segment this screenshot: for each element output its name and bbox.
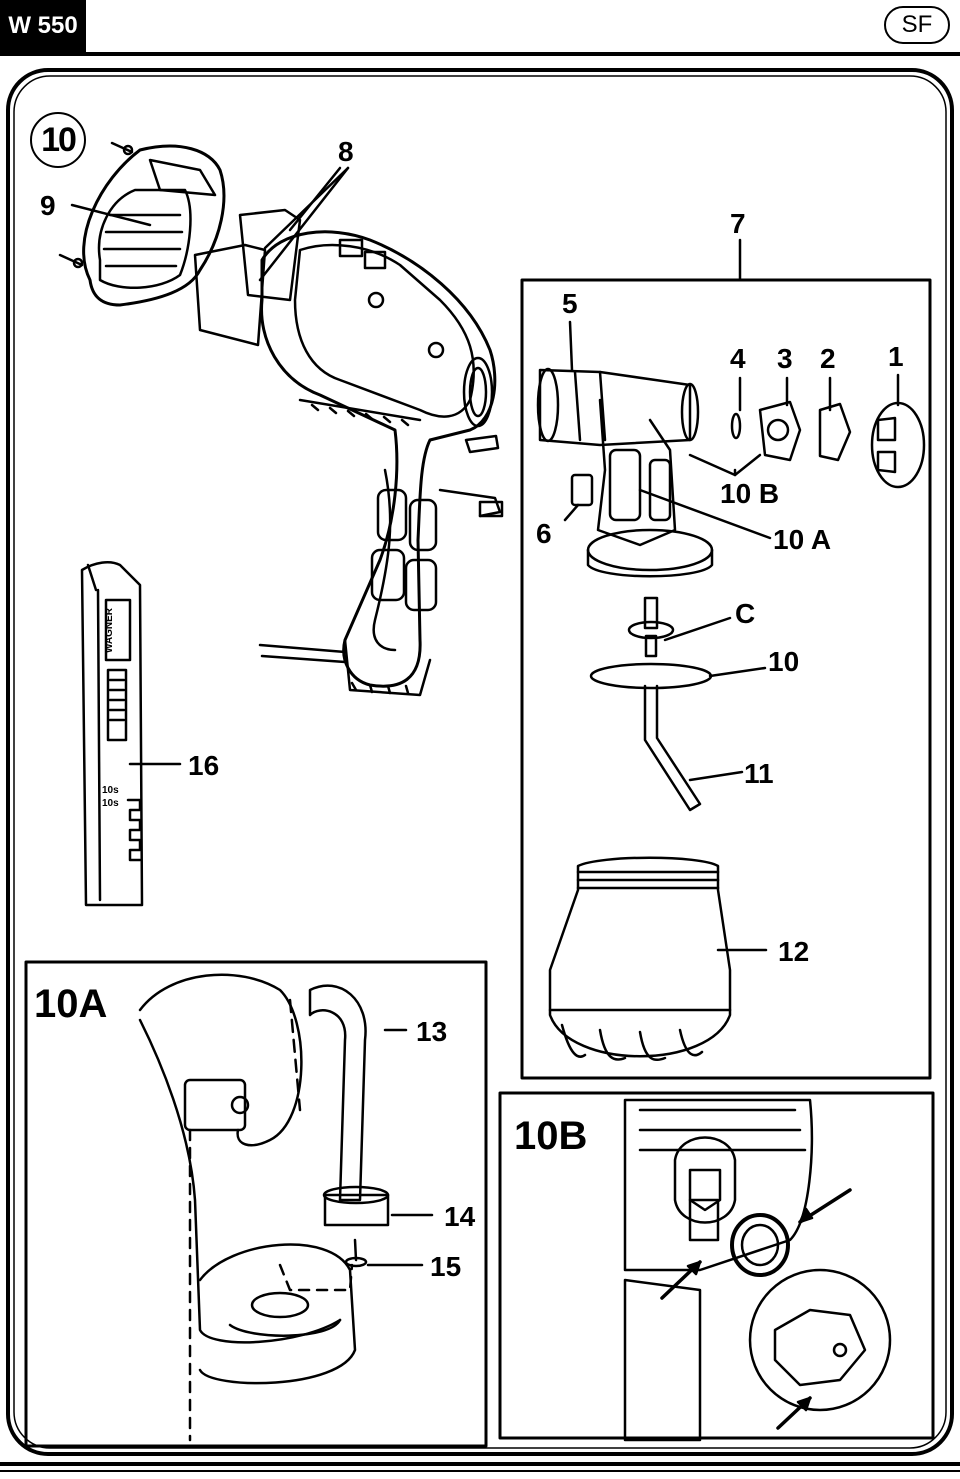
label-10b: 10 B (720, 478, 780, 509)
footer-rule (0, 1462, 960, 1466)
header-rule (0, 52, 960, 56)
label-3: 3 (777, 343, 793, 374)
label-12: 12 (778, 936, 810, 967)
spray-attachment-drawing (536, 320, 926, 1062)
label-11: 11 (744, 758, 774, 789)
inset-10a-box (24, 960, 488, 1448)
model-tag: W 550 (0, 0, 86, 52)
language-badge: SF (884, 6, 950, 44)
label-2: 2 (820, 343, 836, 374)
label-13: 13 (416, 1016, 448, 1047)
label-14: 14 (444, 1201, 476, 1232)
inset-10b-box (498, 1091, 935, 1440)
label-10a: 10 A (773, 524, 832, 555)
viscosity-cup-brand: WAGNER (104, 608, 115, 654)
viscosity-cup-drawing (80, 561, 182, 907)
inset-10a-title: 10A (34, 982, 108, 1026)
inset-10b-drawing (623, 1098, 892, 1442)
label-5: 5 (562, 288, 578, 319)
label-4: 4 (730, 343, 746, 374)
label-c: C (735, 598, 756, 629)
figure-number: 10 (30, 112, 86, 168)
label-9: 9 (40, 190, 56, 221)
label-15: 15 (430, 1251, 462, 1282)
spray-attachment-box (520, 278, 932, 1080)
spray-gun-drawing (58, 141, 504, 697)
page-frame (6, 68, 954, 1456)
label-10: 10 (768, 646, 800, 677)
label-6: 6 (536, 518, 552, 549)
label-16: 16 (188, 750, 220, 781)
viscosity-mark-1: 10s (102, 785, 119, 796)
label-8: 8 (338, 136, 354, 167)
inset-10a-drawing (138, 973, 434, 1442)
label-1: 1 (888, 341, 904, 372)
footer-rule-thin (0, 1470, 960, 1472)
label-7: 7 (730, 208, 746, 239)
inset-10b-title: 10B (514, 1114, 588, 1158)
viscosity-mark-2: 10s (102, 798, 119, 809)
